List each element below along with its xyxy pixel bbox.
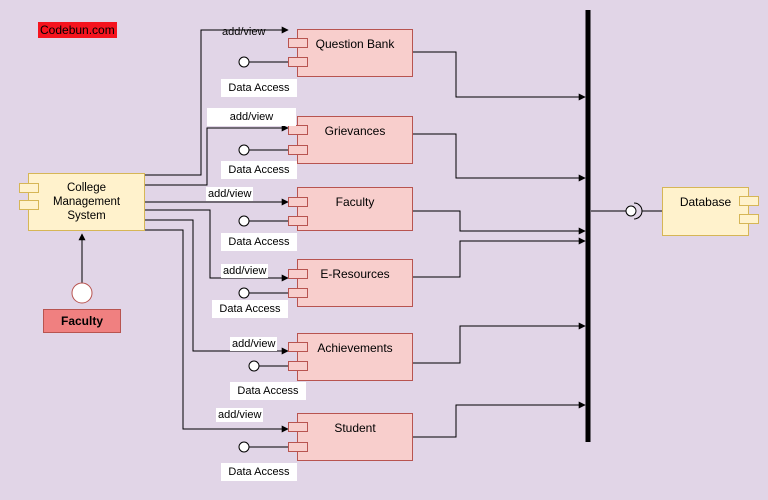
edge-cms-student bbox=[145, 229, 289, 433]
component-student: Student bbox=[297, 413, 413, 461]
faculty-actor-label: Faculty bbox=[43, 309, 121, 333]
edge-cms-e-resources bbox=[145, 209, 289, 282]
data-access-label: Data Access bbox=[221, 463, 297, 481]
college-management-system: College Management System bbox=[28, 173, 145, 231]
edge-cms-achievements bbox=[145, 219, 289, 355]
component-label: Grievances bbox=[324, 124, 386, 138]
edge-faculty-bus bbox=[413, 210, 586, 235]
link-label: add/view bbox=[216, 408, 264, 422]
component-label: Student bbox=[334, 421, 376, 435]
component-port bbox=[19, 200, 39, 210]
component-port bbox=[739, 196, 759, 206]
interface-ball bbox=[625, 205, 637, 217]
component-port bbox=[288, 361, 308, 371]
link-label: add/view bbox=[222, 26, 266, 38]
link-label: add/view bbox=[221, 264, 269, 278]
data-access-label: Data Access bbox=[230, 382, 306, 400]
edge-achievements-bus bbox=[413, 322, 586, 364]
data-access-label: Data Access bbox=[212, 300, 288, 318]
component-port bbox=[288, 57, 308, 67]
brand-label: Codebun.com bbox=[38, 22, 117, 38]
component-port bbox=[288, 342, 308, 352]
interface-ball bbox=[238, 441, 250, 453]
component-port bbox=[288, 38, 308, 48]
component-label: Achievements bbox=[317, 341, 393, 355]
component-port bbox=[288, 197, 308, 207]
component-achievements: Achievements bbox=[297, 333, 413, 381]
link-label: add/view bbox=[207, 108, 296, 126]
edge-cms-grievances bbox=[145, 124, 289, 186]
interface-socket bbox=[633, 202, 643, 220]
component-port bbox=[288, 288, 308, 298]
component-port bbox=[288, 216, 308, 226]
component-grievances: Grievances bbox=[297, 116, 413, 164]
link-label: add/view bbox=[206, 187, 254, 201]
component-port bbox=[739, 214, 759, 224]
component-faculty: Faculty bbox=[297, 187, 413, 231]
edge-grievances-bus bbox=[413, 133, 586, 182]
component-port bbox=[288, 269, 308, 279]
interface-ball bbox=[238, 144, 250, 156]
edge-question-bank-bus bbox=[413, 51, 586, 101]
database-label: Database bbox=[679, 195, 732, 209]
component-database: Database bbox=[662, 187, 749, 236]
edge-e-resources-bus bbox=[413, 237, 586, 278]
interface-ball bbox=[238, 287, 250, 299]
component-label: Question Bank bbox=[315, 37, 395, 51]
data-access-label: Data Access bbox=[221, 79, 297, 97]
component-e-resources: E-Resources bbox=[297, 259, 413, 307]
system-label-line2: Management bbox=[52, 196, 121, 208]
component-port bbox=[288, 125, 308, 135]
component-port bbox=[288, 145, 308, 155]
component-question-bank: Question Bank bbox=[297, 29, 413, 77]
link-label: add/view bbox=[230, 337, 278, 351]
interface-ball bbox=[248, 360, 260, 372]
component-label: Faculty bbox=[335, 195, 375, 209]
system-label-line1: College bbox=[67, 182, 106, 194]
component-port bbox=[19, 183, 39, 193]
edge-student-bus bbox=[413, 401, 586, 438]
edge-cms-question-bank bbox=[145, 26, 289, 176]
data-access-label: Data Access bbox=[221, 161, 297, 179]
system-label-line3: System bbox=[67, 210, 106, 222]
interface-ball bbox=[238, 56, 250, 68]
component-port bbox=[288, 422, 308, 432]
actor-head-icon bbox=[71, 282, 93, 304]
data-access-label: Data Access bbox=[221, 233, 297, 251]
component-label: E-Resources bbox=[320, 267, 390, 281]
interface-ball bbox=[238, 215, 250, 227]
component-port bbox=[288, 442, 308, 452]
